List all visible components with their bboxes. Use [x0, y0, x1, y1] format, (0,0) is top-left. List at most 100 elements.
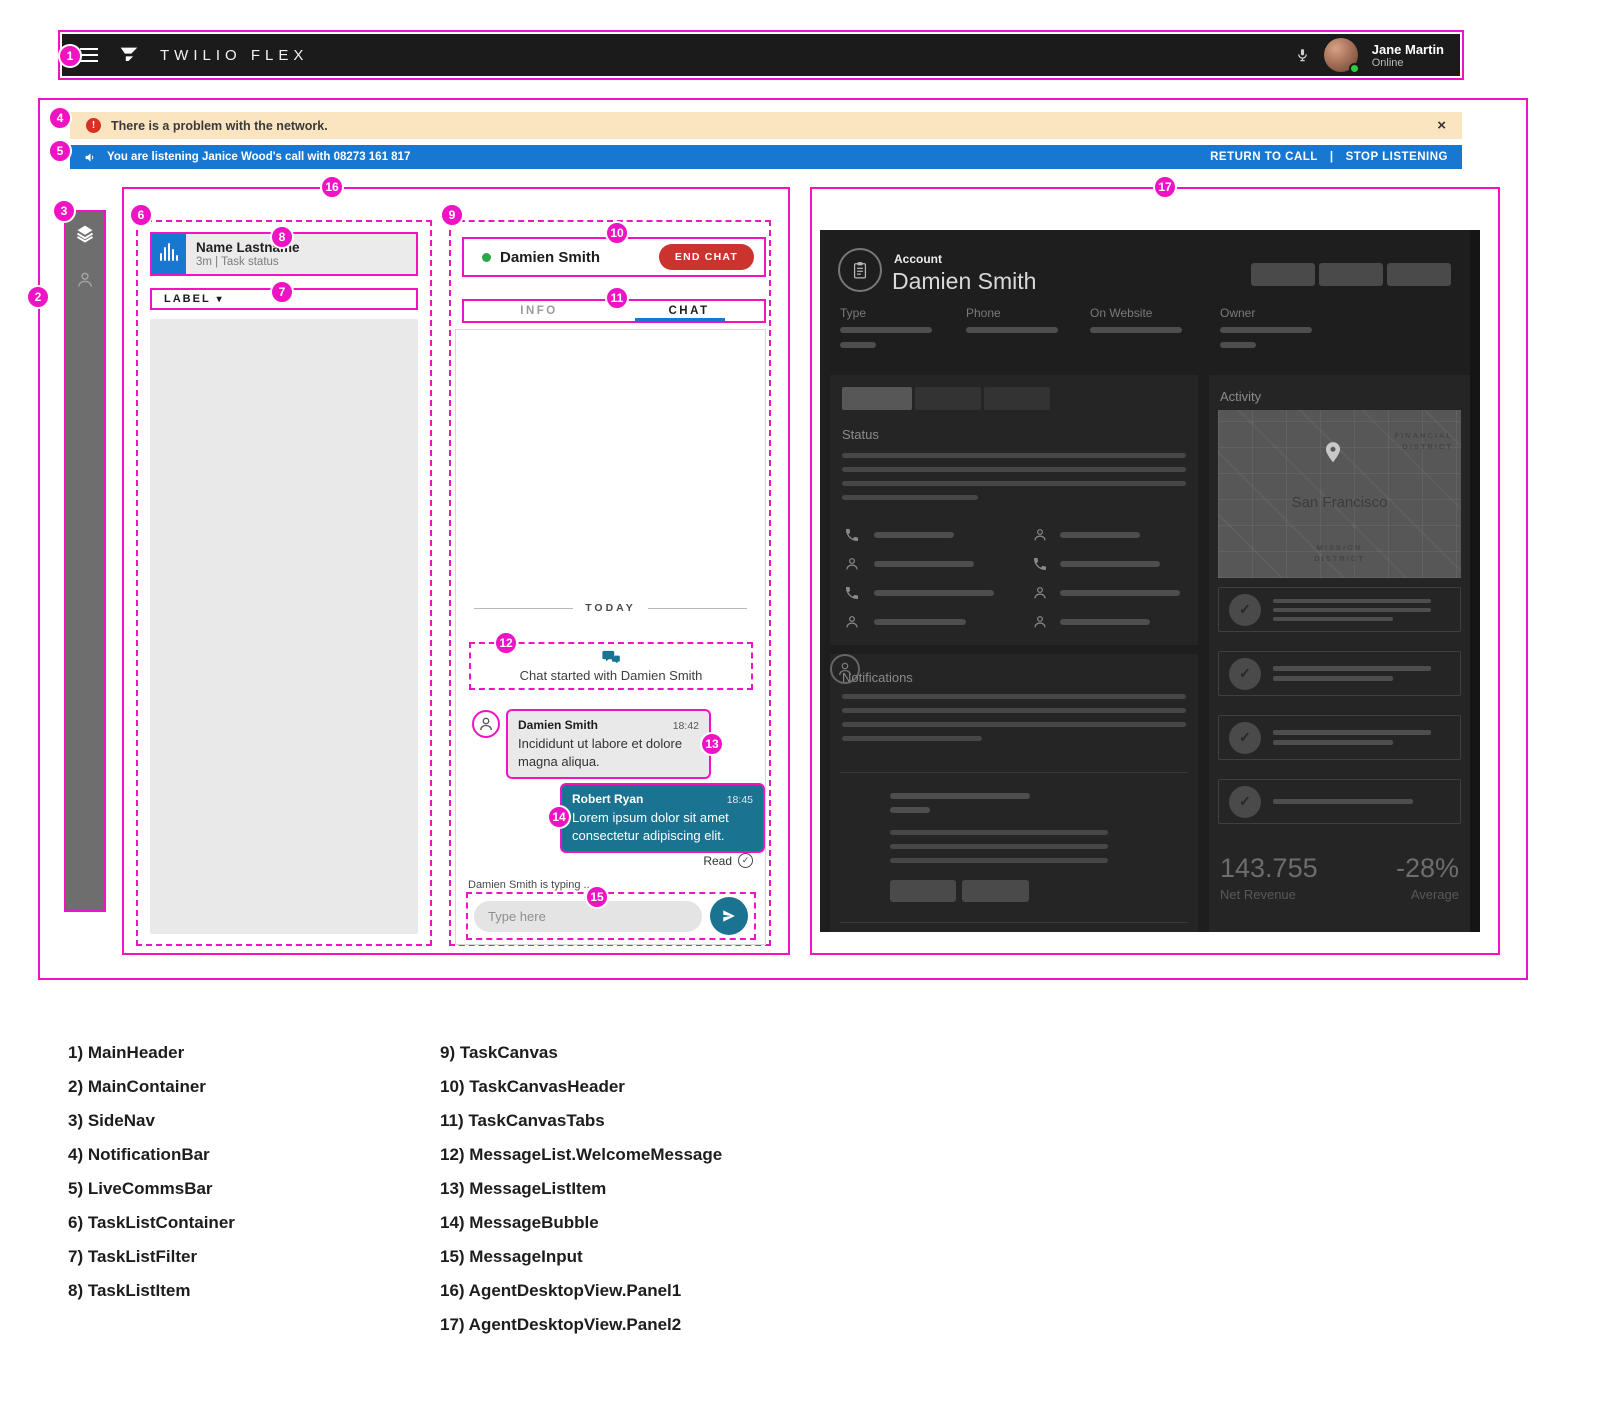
legend-column-2: 9) TaskCanvas 10) TaskCanvasHeader 11) T…	[440, 1036, 722, 1342]
header-right: Jane Martin Online	[1295, 38, 1444, 74]
twilio-flex-logo-icon	[118, 44, 140, 66]
date-divider: TODAY	[456, 602, 765, 614]
activity-item: ✓	[1218, 715, 1461, 760]
callout-14: 14	[547, 805, 571, 829]
send-button[interactable]	[710, 897, 748, 935]
end-chat-button[interactable]: END CHAT	[658, 244, 754, 270]
legend-item: 15) MessageInput	[440, 1247, 583, 1266]
skeleton-line	[842, 722, 1186, 727]
map-city-label: San Francisco	[1291, 494, 1388, 511]
message-list-item: Damien Smith 18:42 Incididunt ut labore …	[506, 709, 711, 780]
check-circle-icon: ✓	[738, 853, 753, 868]
activity-item-lines	[1273, 598, 1450, 621]
status-tab-2[interactable]	[915, 387, 981, 410]
legend-item: 9) TaskCanvas	[440, 1043, 558, 1062]
message-author: Robert Ryan	[572, 792, 644, 806]
skeleton-line	[874, 590, 994, 596]
chat-bubbles-icon	[601, 650, 621, 666]
message-meta-row: Robert Ryan 18:45	[572, 792, 753, 806]
skeleton-line	[890, 807, 930, 813]
notification-action-button-1[interactable]	[890, 880, 956, 902]
person-icon	[1032, 527, 1048, 543]
crm-action-button-1[interactable]	[1251, 263, 1315, 286]
callout-2: 2	[26, 285, 50, 309]
tab-chat[interactable]: CHAT	[668, 305, 710, 317]
tab-info[interactable]: INFO	[520, 305, 558, 317]
status-card: Status	[830, 375, 1198, 645]
skeleton-line	[890, 793, 1030, 799]
legend-item: 10) TaskCanvasHeader	[440, 1077, 625, 1096]
status-title: Status	[842, 427, 879, 442]
status-tab-1[interactable]	[842, 387, 912, 410]
message-avatar	[472, 710, 500, 738]
customer-name: Damien Smith	[500, 248, 601, 266]
message-input	[466, 892, 756, 940]
legend-item: 3) SideNav	[68, 1111, 155, 1130]
person-icon	[1032, 614, 1048, 630]
skeleton-line	[874, 532, 954, 538]
legend-item: 17) AgentDesktopView.Panel2	[440, 1315, 682, 1334]
callout-3: 3	[52, 199, 76, 223]
notifications-title: Notifications	[842, 670, 913, 685]
microphone-icon[interactable]	[1295, 45, 1310, 65]
field-website-label: On Website	[1090, 306, 1153, 320]
main-container	[38, 98, 1528, 980]
tasks-layers-icon[interactable]	[75, 224, 95, 244]
notification-bar: ! There is a problem with the network. ×	[70, 112, 1462, 139]
livecomms-message: You are listening Janice Wood's call wit…	[107, 151, 411, 163]
skeleton-line	[842, 453, 1186, 458]
return-to-call-button[interactable]: RETURN TO CALL	[1210, 151, 1318, 163]
side-nav	[64, 210, 106, 912]
callout-7: 7	[270, 280, 294, 304]
skeleton-line	[1220, 327, 1312, 333]
welcome-message: Chat started with Damien Smith	[469, 642, 753, 690]
stop-listening-button[interactable]: STOP LISTENING	[1345, 151, 1448, 163]
hamburger-menu-icon[interactable]	[80, 48, 98, 62]
message-text: Lorem ipsum dolor sit amet consectetur a…	[572, 810, 729, 843]
task-item-body: Name Lastname 3m | Task status	[186, 234, 416, 274]
divider-line	[840, 922, 1188, 923]
field-type-label: Type	[840, 306, 867, 320]
livecomms-separator: |	[1329, 151, 1334, 163]
check-icon: ✓	[1229, 721, 1261, 754]
close-icon[interactable]: ×	[1437, 117, 1446, 134]
activity-item: ✓	[1218, 587, 1461, 632]
divider-line	[840, 772, 1188, 773]
user-menu[interactable]: Jane Martin Online	[1372, 42, 1444, 69]
skeleton-line	[842, 495, 978, 500]
speaker-icon	[84, 151, 97, 164]
account-label: Account	[894, 252, 942, 266]
map-district-label: MISSION DISTRICT	[1314, 543, 1365, 563]
header-left: TWILIO FLEX	[80, 44, 308, 66]
person-icon	[1032, 585, 1048, 601]
crm-action-button-3[interactable]	[1387, 263, 1451, 286]
agents-icon[interactable]	[75, 270, 95, 290]
callout-1: 1	[58, 44, 82, 68]
status-tab-3[interactable]	[984, 387, 1050, 410]
message-text: Incididunt ut labore et dolore magna ali…	[518, 736, 683, 769]
person-icon	[844, 614, 860, 630]
message-meta-row: Damien Smith 18:42	[518, 718, 699, 732]
skeleton-line	[1060, 619, 1150, 625]
legend-item: 12) MessageList.WelcomeMessage	[440, 1145, 723, 1164]
legend-item: 4) NotificationBar	[68, 1145, 210, 1164]
check-icon: ✓	[1229, 593, 1261, 626]
legend-item: 5) LiveCommsBar	[68, 1179, 213, 1198]
typing-indicator: Damien Smith is typing ...	[468, 879, 593, 891]
notification-message: There is a problem with the network.	[111, 118, 328, 133]
user-avatar[interactable]	[1323, 38, 1360, 74]
callout-12: 12	[494, 631, 518, 655]
skeleton-line	[966, 327, 1058, 333]
skeleton-line	[890, 844, 1108, 849]
legend-item: 6) TaskListContainer	[68, 1213, 235, 1232]
alert-icon: !	[86, 118, 101, 133]
notification-action-button-2[interactable]	[962, 880, 1029, 902]
crm-action-button-2[interactable]	[1319, 263, 1383, 286]
scrollbar[interactable]	[1470, 230, 1480, 932]
activity-item: ✓	[1218, 651, 1461, 696]
skeleton-line	[874, 619, 966, 625]
callout-15: 15	[585, 885, 609, 909]
field-owner-label: Owner	[1220, 306, 1256, 320]
welcome-message-text: Chat started with Damien Smith	[519, 667, 703, 683]
callout-6: 6	[129, 203, 153, 227]
